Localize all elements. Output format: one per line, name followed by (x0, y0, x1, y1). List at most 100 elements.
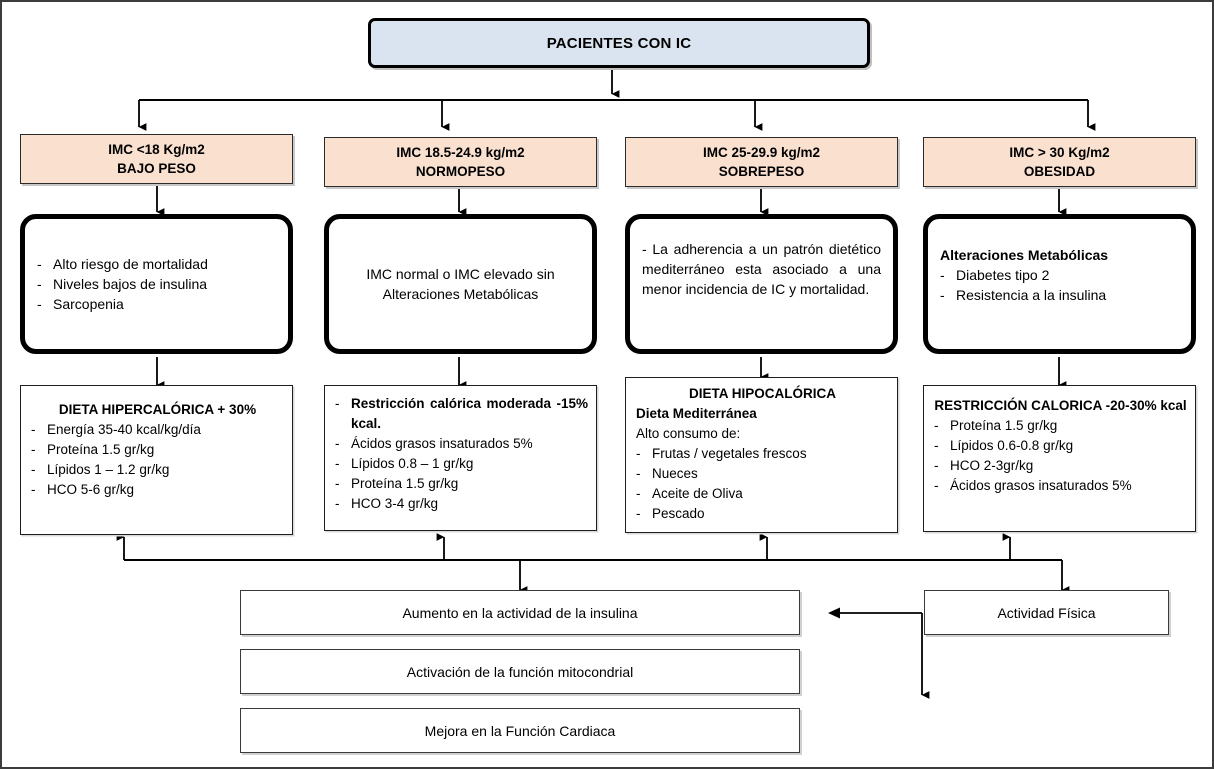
dash-bullet: - (31, 422, 36, 437)
dash-bullet: - (31, 442, 36, 457)
diet-title: DIETA HIPOCALÓRICA (689, 386, 836, 401)
list-item-label: Lípidos 0.8 – 1 gr/kg (351, 456, 474, 471)
outcome-label: Activación de la función mitocondrial (406, 663, 634, 680)
diet-title: RESTRICCIÓN CALORICA -20-30% kcal (934, 398, 1187, 413)
dash-bullet: - (636, 446, 641, 461)
list-item: -HCO 2-3gr/kg (934, 456, 1187, 476)
diet-bullet-list: -Frutas / vegetales frescos -Nueces -Ace… (636, 444, 889, 524)
list-item: -HCO 5-6 gr/kg (31, 480, 284, 500)
dash-bullet: - (37, 276, 42, 292)
category-line2: SOBREPESO (718, 164, 805, 179)
list-item: -HCO 3-4 gr/kg (335, 494, 588, 514)
finding-line2: Alteraciones Metabólicas (382, 286, 539, 302)
diet-lead: Alto consumo de: (636, 426, 741, 441)
list-item-label: Lípidos 1 – 1.2 gr/kg (47, 462, 170, 477)
list-item: -Niveles bajos de insulina (37, 274, 276, 294)
diet-bullet-list: -Energía 35-40 kcal/kg/día -Proteína 1.5… (31, 420, 284, 500)
dash-bullet: - (940, 287, 945, 303)
list-item-label: Aceite de Oliva (652, 486, 743, 501)
list-item: -Nueces (636, 464, 889, 484)
outcome-label: Mejora en la Función Cardiaca (424, 722, 616, 739)
list-item-label: Pescado (652, 506, 705, 521)
list-item: -Frutas / vegetales frescos (636, 444, 889, 464)
category-line2: BAJO PESO (117, 161, 196, 176)
finding-box-sobrepeso[interactable]: - La adherencia a un patrón dietético me… (625, 214, 898, 354)
dash-bullet: - (934, 478, 939, 493)
list-item-label: Alto riesgo de mortalidad (53, 256, 208, 272)
list-item-label: Frutas / vegetales frescos (652, 446, 807, 461)
list-item: -Ácidos grasos insaturados 5% (934, 476, 1187, 496)
category-line1: IMC > 30 Kg/m2 (1009, 145, 1110, 160)
list-item-label: Proteína 1.5 gr/kg (351, 476, 459, 491)
finding-box-normopeso[interactable]: IMC normal o IMC elevado sin Alteracione… (324, 214, 597, 354)
diet-box-restriccion-calorica[interactable]: RESTRICCIÓN CALORICA -20-30% kcal -Prote… (923, 385, 1196, 532)
list-item-label: Energía 35-40 kcal/kg/día (47, 422, 201, 437)
category-line1: IMC <18 Kg/m2 (108, 142, 205, 157)
dash-bullet: - (37, 296, 42, 312)
list-item: -Lípidos 0.6-0.8 gr/kg (934, 436, 1187, 456)
root-node[interactable]: PACIENTES CON IC (368, 18, 870, 68)
activity-label: Actividad Física (997, 604, 1096, 621)
dash-bullet: - (335, 496, 340, 511)
list-item-label: Resistencia a la insulina (956, 287, 1107, 303)
list-item: -Diabetes tipo 2 (940, 265, 1179, 285)
list-item-label: HCO 2-3gr/kg (950, 458, 1034, 473)
dash-bullet: - (335, 436, 340, 451)
dash-bullet: - (335, 476, 340, 491)
diet-title: DIETA HIPERCALÓRICA + 30% (58, 402, 257, 417)
list-item: -Restricción calórica moderada -15% kcal… (335, 394, 588, 434)
category-box-sobrepeso[interactable]: IMC 25-29.9 kg/m2 SOBREPESO (625, 137, 898, 187)
list-item: -Sarcopenia (37, 294, 276, 314)
list-item: -Aceite de Oliva (636, 484, 889, 504)
category-box-obesidad[interactable]: IMC > 30 Kg/m2 OBESIDAD (923, 137, 1196, 187)
dash-bullet: - (934, 438, 939, 453)
dash-bullet: - (31, 482, 36, 497)
list-item: -Ácidos grasos insaturados 5% (335, 434, 588, 454)
diet-box-hipercalorica[interactable]: DIETA HIPERCALÓRICA + 30% -Energía 35-40… (20, 385, 293, 535)
outcome-box-mitocondrial[interactable]: Activación de la función mitocondrial (240, 649, 800, 694)
finding-title: Alteraciones Metabólicas (940, 247, 1109, 263)
dash-bullet: - (37, 256, 42, 272)
category-line2: NORMOPESO (415, 164, 506, 179)
list-item-label: Lípidos 0.6-0.8 gr/kg (950, 438, 1074, 453)
list-item: -Proteína 1.5 gr/kg (31, 440, 284, 460)
category-box-normopeso[interactable]: IMC 18.5-24.9 kg/m2 NORMOPESO (324, 137, 597, 187)
list-item-label: HCO 3-4 gr/kg (351, 496, 439, 511)
dash-bullet: - (636, 506, 641, 521)
root-label: PACIENTES CON IC (546, 34, 692, 52)
list-item-label: Nueces (652, 466, 698, 481)
diet-box-hipocalorica[interactable]: DIETA HIPOCALÓRICA Dieta Mediterránea Al… (625, 377, 898, 533)
dash-bullet: - (31, 462, 36, 477)
outcome-box-insulina[interactable]: Aumento en la actividad de la insulina (240, 590, 800, 635)
activity-box[interactable]: Actividad Física (924, 590, 1169, 635)
dash-bullet: - (636, 486, 641, 501)
list-item-label: Niveles bajos de insulina (53, 276, 208, 292)
category-box-bajo-peso[interactable]: IMC <18 Kg/m2 BAJO PESO (20, 134, 293, 184)
outcome-box-cardiaca[interactable]: Mejora en la Función Cardiaca (240, 708, 800, 753)
list-item: -Resistencia a la insulina (940, 285, 1179, 305)
dash-bullet: - (335, 396, 340, 411)
list-item: -Proteína 1.5 gr/kg (335, 474, 588, 494)
list-item-label: HCO 5-6 gr/kg (47, 482, 135, 497)
finding-bullet-list: -Alto riesgo de mortalidad -Niveles bajo… (37, 254, 276, 314)
diet-box-restriccion-moderada[interactable]: -Restricción calórica moderada -15% kcal… (324, 385, 597, 531)
category-line1: IMC 25-29.9 kg/m2 (702, 145, 821, 160)
finding-box-obesidad[interactable]: Alteraciones Metabólicas -Diabetes tipo … (923, 214, 1196, 354)
finding-paragraph: - La adherencia a un patrón dietético me… (642, 241, 881, 297)
list-item: -Lípidos 0.8 – 1 gr/kg (335, 454, 588, 474)
finding-bullet-list: -Diabetes tipo 2 -Resistencia a la insul… (940, 265, 1179, 305)
diet-bullet-list: -Proteína 1.5 gr/kg -Lípidos 0.6-0.8 gr/… (934, 416, 1187, 496)
diet-subtitle: Dieta Mediterránea (636, 406, 757, 421)
list-item: -Lípidos 1 – 1.2 gr/kg (31, 460, 284, 480)
list-item-label: Proteína 1.5 gr/kg (47, 442, 155, 457)
finding-box-bajo-peso[interactable]: -Alto riesgo de mortalidad -Niveles bajo… (20, 214, 293, 354)
list-item: -Proteína 1.5 gr/kg (934, 416, 1187, 436)
list-item-label: Sarcopenia (53, 296, 124, 312)
dash-bullet: - (636, 466, 641, 481)
list-item: -Energía 35-40 kcal/kg/día (31, 420, 284, 440)
diet-bullet-list: -Restricción calórica moderada -15% kcal… (335, 394, 588, 514)
list-item: -Pescado (636, 504, 889, 524)
list-item-label: Ácidos grasos insaturados 5% (950, 478, 1132, 493)
category-line1: IMC 18.5-24.9 kg/m2 (396, 145, 525, 160)
